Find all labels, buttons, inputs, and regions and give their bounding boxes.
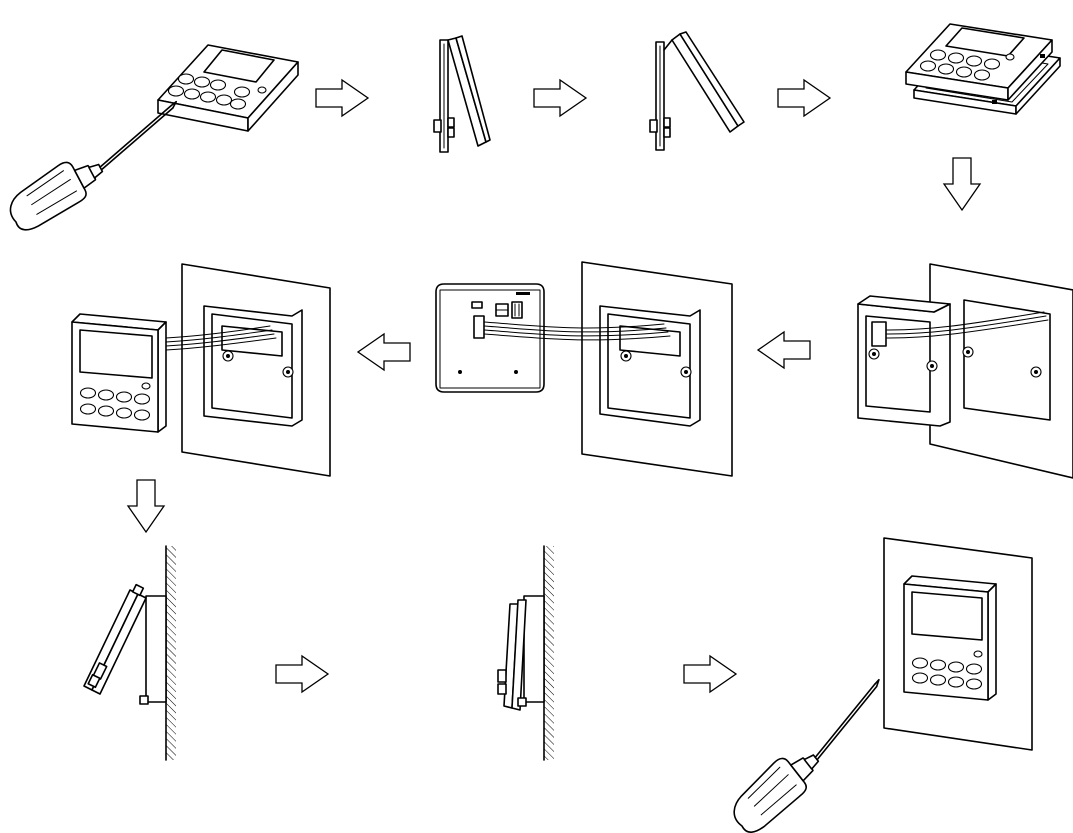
arrow-right-4 [275, 655, 329, 693]
step8-cover-hooking [83, 545, 176, 761]
step9-cover-closing [497, 545, 554, 761]
arrow-down-2 [127, 479, 165, 533]
step2-controller-side-closed [433, 35, 491, 153]
arrow-right-1 [315, 79, 369, 117]
screwdriver-icon [0, 100, 199, 236]
screwdriver-icon-2 [721, 678, 908, 833]
arrow-left-1 [757, 331, 811, 369]
arrow-down-1 [943, 157, 981, 211]
step10-installed-controller [883, 537, 1033, 751]
step7-cover-connected [71, 263, 331, 477]
step5-base-on-wall [857, 263, 1073, 479]
arrow-right-3 [777, 79, 831, 117]
step1-controller [157, 44, 299, 132]
arrow-right-2 [533, 79, 587, 117]
step6-pcb-and-base [435, 261, 733, 477]
arrow-right-5 [683, 655, 737, 693]
step3-controller-side-opening [649, 31, 745, 151]
arrow-left-2 [357, 333, 411, 371]
step4-cover-separated [905, 23, 1061, 115]
